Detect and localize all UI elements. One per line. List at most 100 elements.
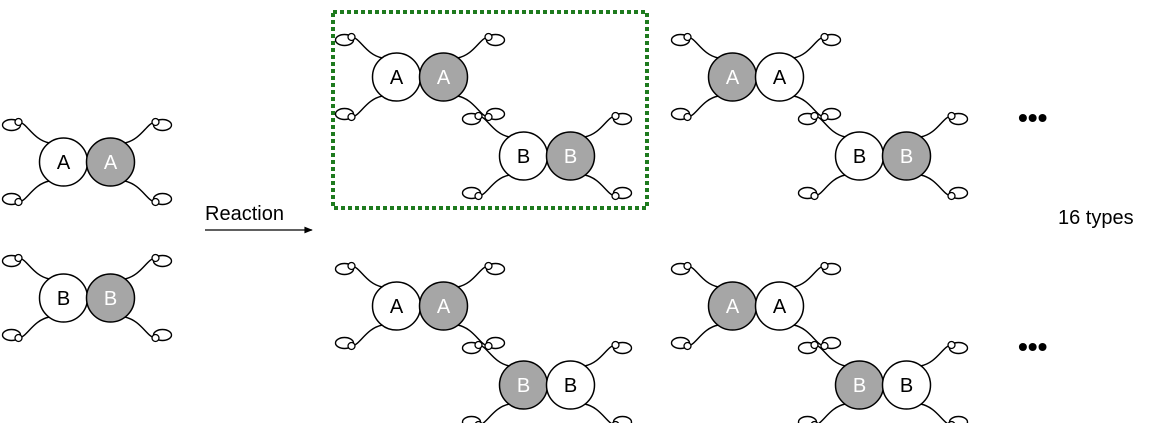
chain-end-node	[474, 111, 483, 121]
chain-arm	[124, 316, 155, 339]
reaction-label: Reaction	[205, 203, 284, 225]
grey-bead	[418, 52, 469, 102]
grey-bead	[85, 273, 136, 323]
chain-arm	[920, 115, 951, 138]
chain-arm	[920, 403, 948, 423]
chain-end-node	[151, 197, 160, 207]
chain-arm	[19, 180, 50, 203]
chain-arm	[457, 265, 488, 288]
bead-label: B	[517, 146, 530, 168]
chain-end-node	[347, 32, 356, 42]
chain-end-node	[810, 340, 819, 350]
highlight-box	[331, 10, 649, 210]
grey-bead	[85, 137, 136, 187]
bead-label: A	[390, 296, 404, 318]
chain-end-node	[810, 111, 819, 121]
bead-label: B	[564, 146, 577, 168]
bead-label: A	[773, 67, 787, 89]
chain-end-node	[14, 253, 23, 263]
chain-end-node	[611, 111, 620, 121]
bead-label: B	[57, 288, 70, 310]
chain-arm	[793, 36, 824, 59]
chain-arm	[688, 324, 719, 347]
chain-arm	[818, 403, 846, 423]
white-bead	[754, 281, 805, 331]
chain-arm	[479, 174, 510, 197]
chain-arm	[124, 121, 155, 144]
chain-end-node	[683, 261, 692, 271]
chain-end-node	[810, 191, 819, 201]
count-label: 16 types	[1058, 207, 1134, 229]
bead-label: A	[773, 296, 787, 318]
chain-arm	[124, 257, 155, 280]
chain-end-node	[611, 191, 620, 201]
chain-end-node	[151, 333, 160, 343]
chain-end-node	[347, 261, 356, 271]
chain-arm	[584, 344, 615, 367]
chain-arm	[19, 316, 50, 339]
chain-arm	[457, 36, 488, 59]
chain-end-node	[474, 340, 483, 350]
chain-arm	[352, 36, 383, 59]
chain-end-node	[484, 112, 493, 122]
white-bead	[754, 52, 805, 102]
chain-arm	[352, 324, 383, 347]
chain-end-node	[947, 340, 956, 350]
chain-end-node	[347, 341, 356, 351]
bead-label: B	[853, 146, 866, 168]
chain-arm	[124, 180, 155, 203]
chain-end-node	[820, 341, 829, 351]
chain-end-node	[683, 32, 692, 42]
bead-label: A	[104, 152, 118, 174]
chain-arm	[920, 174, 951, 197]
chain-arm	[482, 403, 510, 423]
chain-end-node	[14, 197, 23, 207]
bead-label: A	[726, 67, 740, 89]
ellipsis-bottom: •••	[1018, 331, 1047, 362]
chain-end-node	[347, 112, 356, 122]
ellipsis-top: •••	[1018, 102, 1047, 133]
chain-arm	[352, 265, 383, 288]
chain-end-node	[820, 112, 829, 122]
chain-end-node	[683, 112, 692, 122]
chain-end-node	[947, 111, 956, 121]
bead-label: B	[104, 288, 117, 310]
bead-label: A	[57, 152, 71, 174]
chain-end-node	[683, 341, 692, 351]
chain-end-node	[474, 191, 483, 201]
chain-arm	[688, 265, 719, 288]
chain-end-node	[820, 32, 829, 42]
chain-arm	[352, 95, 383, 118]
chain-arm	[584, 174, 615, 197]
chain-end-node	[14, 117, 23, 127]
chain-arm	[815, 174, 846, 197]
chain-arm	[688, 36, 719, 59]
grey-bead	[545, 131, 596, 181]
chain-end-node	[947, 191, 956, 201]
chain-arm	[584, 115, 615, 138]
grey-bead	[418, 281, 469, 331]
bead-label: B	[564, 375, 577, 397]
chain-end-node	[484, 261, 493, 271]
bead-label: A	[437, 296, 451, 318]
bead-label: A	[390, 67, 404, 89]
chain-arm	[19, 257, 50, 280]
white-bead	[545, 360, 596, 410]
bead-label: B	[853, 375, 866, 397]
